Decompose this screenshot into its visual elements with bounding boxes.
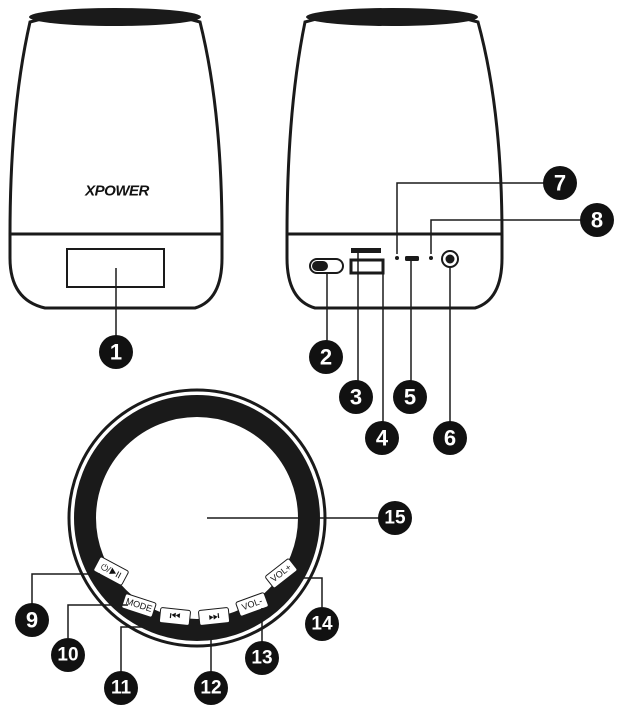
previous-track-button[interactable]: ⏮ [158,607,191,626]
callout-2: 2 [309,340,343,374]
usb-port [349,258,385,275]
svg-text:13: 13 [251,648,272,669]
callout-11: 11 [104,671,138,705]
microphone-hole [395,256,399,260]
volume-down-button[interactable]: VOL- [235,592,269,617]
led-indicator [429,256,433,260]
svg-text:⏮: ⏮ [169,608,181,623]
svg-text:8: 8 [591,208,603,233]
power-switch-knob [312,261,328,271]
front-speaker-top-grille [29,8,201,26]
back-view-speaker [285,8,504,310]
svg-text:14: 14 [311,614,333,635]
svg-text:5: 5 [404,385,416,410]
svg-text:9: 9 [26,608,38,633]
xpower-logo: XPOWER [84,183,149,200]
callout-7: 7 [543,166,577,200]
svg-text:3: 3 [350,385,362,410]
top-panel [97,418,297,618]
button-row: ⏻/▶II MODE ⏮ ⏭ VOL- VOL+ [93,556,298,626]
play-pause-button[interactable]: ⏻/▶II [93,556,129,586]
callout-9: 9 [15,603,49,637]
callout-6: 6 [433,421,467,455]
svg-text:2: 2 [320,345,332,370]
svg-text:7: 7 [554,171,566,196]
callout-4: 4 [365,421,399,455]
callout-10: 10 [51,638,85,672]
svg-text:11: 11 [111,678,132,699]
callout-8: 8 [580,203,614,237]
next-track-button[interactable]: ⏭ [198,607,231,626]
svg-text:12: 12 [200,678,221,699]
leader-lines [31,182,584,672]
back-speaker-top-grille [306,8,478,26]
svg-text:15: 15 [384,508,406,529]
callout-15: 15 [378,501,412,535]
front-view-speaker: XPOWER [8,8,224,310]
svg-text:6: 6 [444,426,456,451]
tf-card-slot [351,248,381,253]
svg-text:1: 1 [110,340,122,365]
callout-3: 3 [339,380,373,414]
aux-jack-hole [445,254,455,264]
svg-text:10: 10 [57,645,78,666]
callout-13: 13 [245,641,279,675]
callout-14: 14 [305,607,339,641]
micro-usb-port [405,256,419,261]
mode-button[interactable]: MODE [121,593,157,618]
svg-text:⏭: ⏭ [208,608,220,623]
svg-text:4: 4 [376,426,389,451]
callout-1: 1 [99,335,133,369]
callout-12: 12 [194,671,228,705]
callout-5: 5 [393,380,427,414]
